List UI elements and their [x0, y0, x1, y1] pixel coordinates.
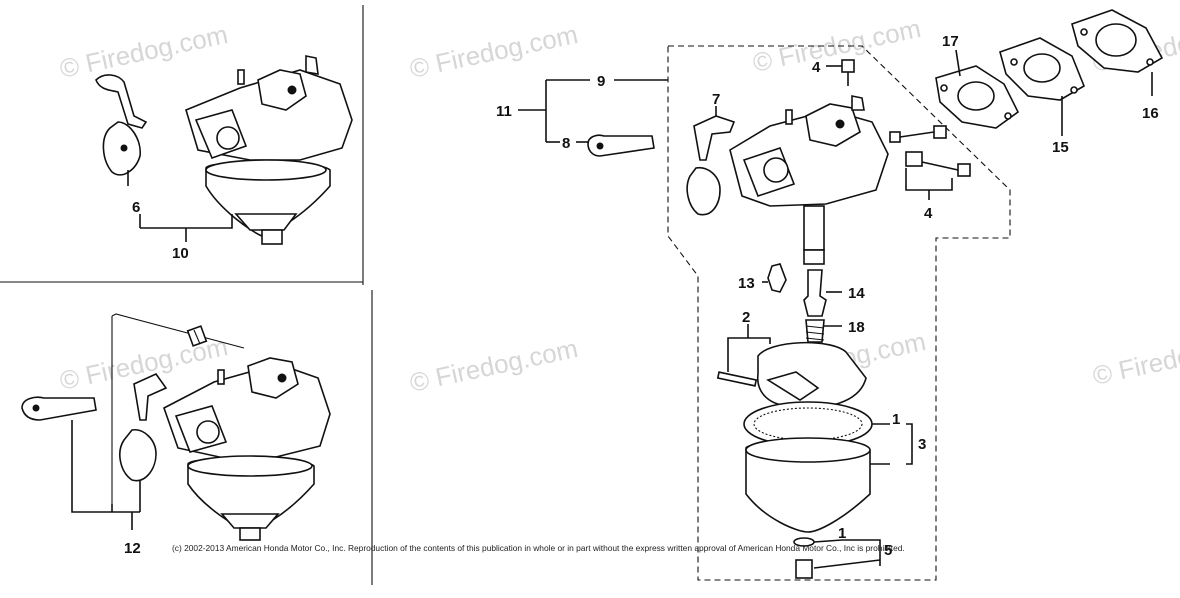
callout-1: 1 — [892, 411, 900, 428]
callout-17: 17 — [942, 33, 959, 50]
callout-13: 13 — [738, 275, 755, 292]
callout-12: 12 — [124, 540, 141, 557]
callout-11: 11 — [496, 103, 512, 120]
callout-4: 4 — [924, 205, 933, 222]
watermark: © Firedog.com — [407, 19, 580, 84]
callout-15: 15 — [1052, 139, 1069, 156]
panel-dividers — [0, 5, 373, 585]
watermark: © Firedog.com — [750, 13, 923, 78]
callout-4: 4 — [812, 59, 821, 76]
callout-7: 7 — [712, 91, 720, 108]
callout-10: 10 — [172, 245, 189, 262]
copyright-notice: (c) 2002-2013 American Honda Motor Co., … — [172, 543, 905, 553]
callout-6: 6 — [132, 199, 140, 216]
callout-5: 5 — [884, 542, 892, 559]
watermark: © Firedog.com — [57, 19, 230, 84]
callout-18: 18 — [848, 319, 865, 336]
callout-1: 1 — [838, 525, 846, 542]
watermark: © Firedog.com — [1090, 326, 1180, 391]
carburetor-assembly-top-left — [95, 55, 353, 245]
callout-16: 16 — [1142, 105, 1159, 122]
watermark: © Firedog.com — [407, 333, 580, 398]
exploded-assembly — [518, 9, 1164, 581]
callout-9: 9 — [597, 73, 605, 90]
callout-2: 2 — [742, 309, 750, 326]
callout-3: 3 — [918, 436, 926, 453]
callout-8: 8 — [562, 135, 570, 152]
carburetor-assembly-bottom-left — [21, 313, 331, 541]
callout-14: 14 — [848, 285, 865, 302]
